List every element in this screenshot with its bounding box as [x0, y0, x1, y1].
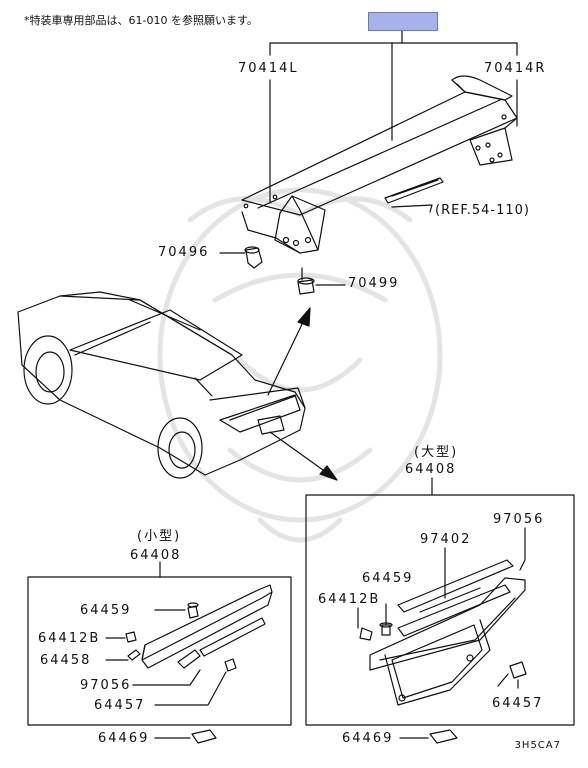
label-spoiler-right: 70414R	[484, 61, 547, 76]
label-small-heading: (小型)	[137, 529, 182, 544]
pads	[154, 729, 458, 744]
rear-spoiler	[241, 75, 518, 254]
car-body	[17, 291, 306, 479]
large-garnish	[357, 477, 527, 706]
label-small-emblem: 97056	[80, 678, 132, 693]
label-pad-right: 64469	[342, 731, 394, 746]
label-large-emblem-lower: 97402	[420, 532, 472, 547]
label-large-number: 64408	[405, 462, 457, 477]
callout-lines	[269, 30, 518, 141]
label-large-clip-a: 64459	[362, 571, 414, 586]
grommet-part	[219, 246, 263, 269]
label-reference: (REF.54-110)	[435, 203, 530, 218]
large-garnish-box	[305, 494, 575, 726]
label-large-bolt: 64457	[492, 696, 544, 711]
label-pad-left: 64469	[98, 731, 150, 746]
label-spoiler-left: 70414L	[238, 61, 299, 76]
label-small-clip-b: 64412B	[38, 631, 101, 646]
label-large-clip-b: 64412B	[318, 592, 381, 607]
label-small-clip-c: 64458	[40, 653, 92, 668]
header-note: *特装車専用部品は、61-010 を参照願います。	[24, 14, 258, 27]
label-screw: 70499	[348, 276, 400, 291]
label-large-emblem-upper: 97056	[493, 512, 545, 527]
spoiler-holes	[243, 114, 507, 247]
screw-part	[297, 267, 346, 295]
leader-arrows	[267, 307, 338, 481]
highlight-box	[368, 12, 438, 31]
small-garnish	[105, 561, 273, 706]
label-grommet: 70496	[158, 245, 210, 260]
label-small-clip-a: 64459	[80, 603, 132, 618]
label-large-heading: (大型)	[414, 445, 459, 460]
label-small-number: 64408	[130, 548, 182, 563]
label-small-bolt: 64457	[94, 698, 146, 713]
drawing-code: 3H5CA7	[514, 740, 561, 751]
watermark-crest	[157, 187, 443, 543]
